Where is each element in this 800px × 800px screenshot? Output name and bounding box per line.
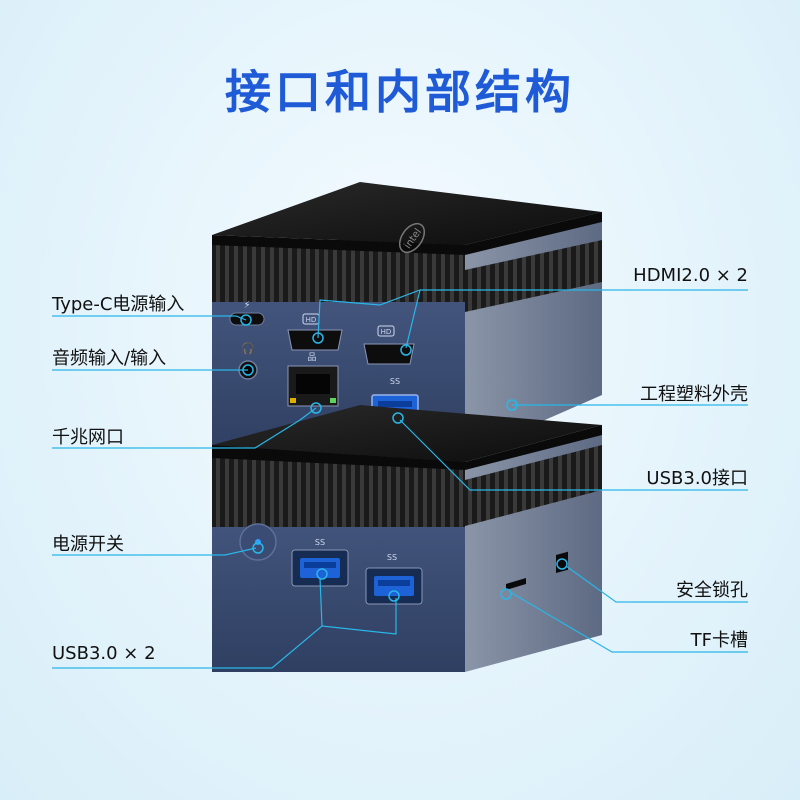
label-plastic-shell: 工程塑料外壳 [640,384,748,405]
page-title: 接口和内部结构 [225,65,575,119]
hd-badge-1: HD [306,316,317,324]
label-gigabit-lan: 千兆网口 [52,427,124,448]
label-usb30-x2: USB3.0 × 2 [52,643,156,664]
ss-badge-lower-1: SS [315,538,325,547]
hd-badge-2: HD [381,328,392,336]
svg-text:⚡: ⚡ [243,300,250,311]
lower-unit: SS SS [212,405,602,672]
label-tf-slot: TF卡槽 [690,630,748,651]
ss-badge-lower-2: SS [387,553,397,562]
label-audio: 音频输入/输入 [52,348,167,369]
svg-text:品: 品 [307,352,316,363]
callout-dots [240,314,568,602]
svg-text:🎧: 🎧 [241,342,255,355]
label-security-lock: 安全锁孔 [676,580,748,601]
label-usb30-port: USB3.0接口 [646,468,748,489]
callout-lines [52,289,748,669]
label-type-c-power: Type-C电源输入 [52,294,185,315]
label-power-switch: 电源开关 [52,534,124,555]
label-hdmi: HDMI2.0 × 2 [633,265,748,286]
ss-badge-upper: SS [390,377,400,386]
